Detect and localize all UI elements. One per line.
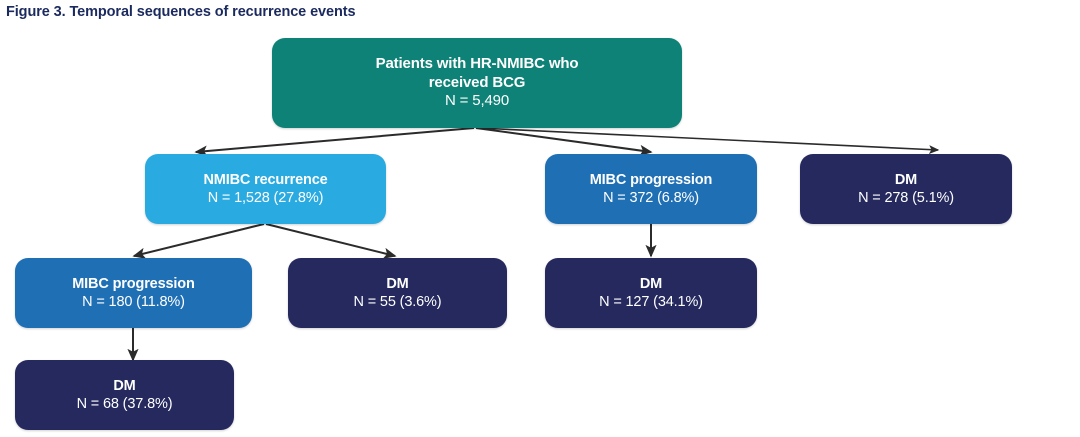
- node-dm-level4[interactable]: DM N = 68 (37.8%): [15, 360, 234, 430]
- node-count: N = 1,528 (27.8%): [207, 190, 324, 206]
- edge-root-to-nmibc-recurrence: [194, 127, 475, 157]
- node-count: N = 278 (5.1%): [858, 190, 954, 206]
- node-label-line2: received BCG: [428, 73, 526, 91]
- node-count: N = 5,490: [444, 92, 510, 110]
- edge-root-to-mibc-progression: [475, 127, 653, 157]
- node-mibc-progression-level3[interactable]: MIBC progression N = 180 (11.8%): [15, 258, 252, 328]
- edge-root-to-dm: [477, 127, 940, 155]
- node-count: N = 68 (37.8%): [76, 396, 173, 412]
- node-dm-level3-from-nmibc[interactable]: DM N = 55 (3.6%): [288, 258, 507, 328]
- edge-nmibc-to-mibc-progression: [132, 223, 265, 259]
- node-patients-hr-nmibc-bcg[interactable]: Patients with HR-NMIBC who received BCG …: [272, 38, 682, 128]
- node-label: NMIBC recurrence: [203, 171, 328, 188]
- node-label: DM: [894, 171, 918, 188]
- node-mibc-progression-level2[interactable]: MIBC progression N = 372 (6.8%): [545, 154, 757, 224]
- node-dm-level2[interactable]: DM N = 278 (5.1%): [800, 154, 1012, 224]
- node-label: DM: [113, 377, 136, 394]
- node-label: DM: [639, 275, 663, 292]
- node-count: N = 372 (6.8%): [603, 190, 699, 206]
- node-dm-level3-from-mibc[interactable]: DM N = 127 (34.1%): [545, 258, 757, 328]
- node-label: MIBC progression: [589, 171, 713, 188]
- node-nmibc-recurrence[interactable]: NMIBC recurrence N = 1,528 (27.8%): [145, 154, 386, 224]
- node-label-line1: Patients with HR-NMIBC who: [375, 54, 579, 72]
- node-count: N = 55 (3.6%): [353, 294, 442, 310]
- node-label: DM: [386, 275, 409, 292]
- edge-nmibc-to-dm: [265, 223, 397, 259]
- node-label: MIBC progression: [72, 275, 195, 292]
- node-count: N = 127 (34.1%): [599, 294, 703, 310]
- figure-title: Figure 3. Temporal sequences of recurren…: [6, 4, 356, 20]
- node-count: N = 180 (11.8%): [82, 294, 185, 310]
